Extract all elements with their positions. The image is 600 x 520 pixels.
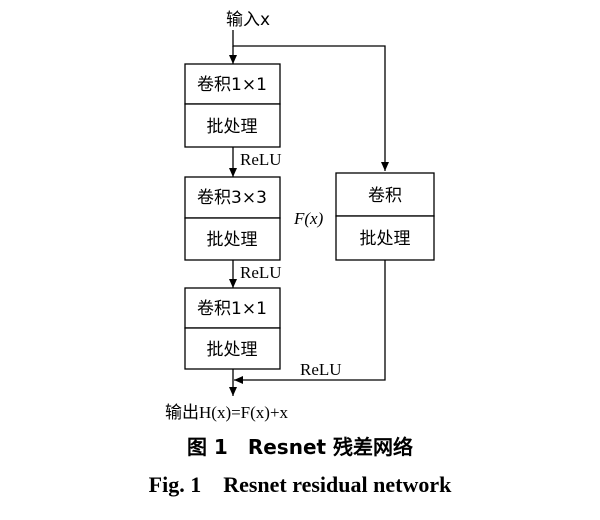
main-block-1-conv-label: 卷积1×1: [197, 75, 267, 95]
main-block-2-conv-label: 卷积3×3: [197, 188, 267, 208]
caption-english: Fig. 1 Resnet residual network: [149, 472, 452, 497]
input-split-line: [232, 30, 389, 171]
output-label: 输出H(x)=F(x)+x: [165, 403, 289, 422]
main-block-1-bn-label: 批处理: [207, 117, 258, 137]
main-block-1-top-box: [184, 63, 281, 105]
main-block-3-bottom-box: [184, 327, 281, 370]
relu-label-2: ReLU: [240, 263, 282, 282]
main-block-3-bn-label: 批处理: [207, 340, 258, 360]
input-label: 输入x: [226, 10, 270, 30]
shortcut-return-line: [234, 260, 386, 384]
shortcut-bn-label: 批处理: [360, 229, 411, 249]
main-block-2-bn-label: 批处理: [207, 230, 258, 250]
relu-label-3: ReLU: [300, 360, 342, 379]
shortcut-block-top-box: [335, 172, 435, 217]
main-block-1-bottom-box: [184, 103, 281, 148]
main-block-3-conv-label: 卷积1×1: [197, 299, 267, 319]
shortcut-conv-label: 卷积: [368, 186, 402, 206]
shortcut-block-bottom-box: [335, 215, 435, 261]
main-block-3-top-box: [184, 287, 281, 329]
relu-label-1: ReLU: [240, 150, 282, 169]
fx-label: F(x): [293, 209, 324, 228]
main-block-2-top-box: [184, 176, 281, 219]
caption-chinese: 图 1 Resnet 残差网络: [187, 435, 413, 459]
